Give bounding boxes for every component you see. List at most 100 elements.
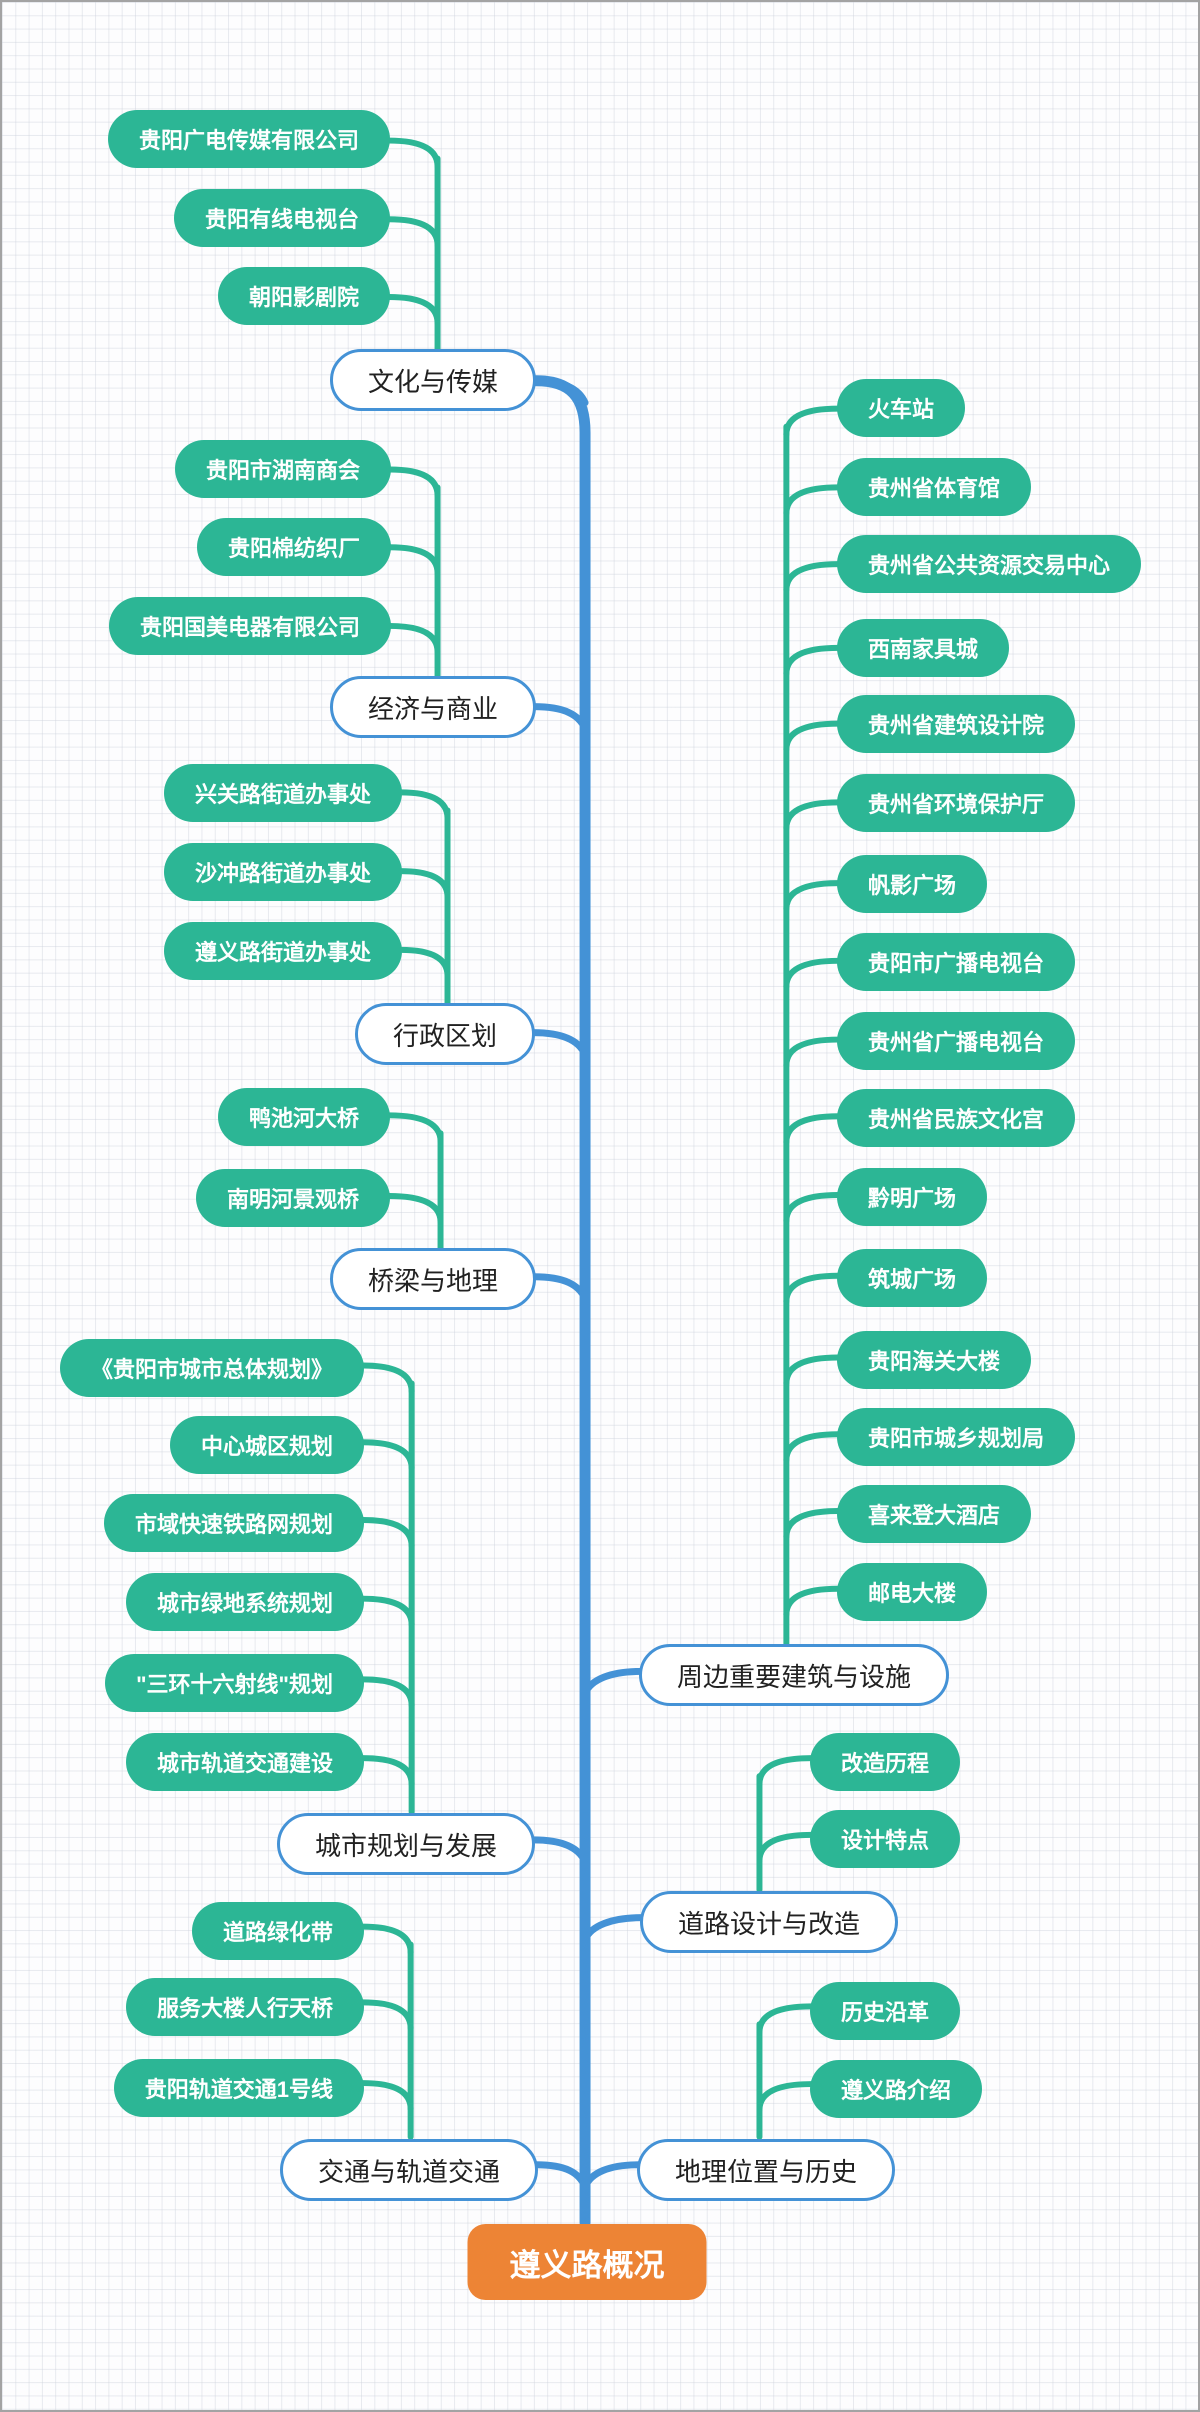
child-connector (359, 1595, 415, 1628)
child-connector (783, 561, 842, 594)
child-connector (386, 466, 441, 499)
child-connector (783, 1192, 842, 1224)
leaf-node[interactable]: 贵州省公共资源交易中心 (837, 535, 1142, 593)
child-connector (783, 644, 842, 677)
child-connector (359, 1676, 415, 1709)
branch-node[interactable]: 交通与轨道交通 (279, 2139, 538, 2201)
leaf-node[interactable]: "三环十六射线"规划 (105, 1654, 364, 1712)
child-connector (783, 1036, 842, 1069)
child-connector (783, 1585, 842, 1618)
leaf-node[interactable]: 贵州省环境保护厅 (837, 774, 1076, 832)
leaf-node[interactable]: 火车站 (837, 379, 966, 437)
child-connector (783, 1431, 842, 1464)
branch-connector (530, 703, 589, 733)
leaf-node[interactable]: 西南家具城 (837, 619, 1010, 677)
child-connector (385, 1112, 444, 1145)
branch-connector (581, 1667, 645, 1697)
child-connector (783, 799, 842, 832)
leaf-node[interactable]: 遵义路介绍 (810, 2060, 983, 2118)
child-connector (359, 1755, 415, 1788)
leaf-node[interactable]: 筑城广场 (837, 1249, 988, 1307)
leaf-node[interactable]: 兴关路街道办事处 (163, 764, 402, 822)
child-connector (359, 1999, 414, 2032)
leaf-node[interactable]: 遵义路街道办事处 (163, 922, 402, 980)
leaf-node[interactable]: 贵阳市城乡规划局 (837, 1408, 1076, 1466)
leaf-node[interactable]: 贵州省建筑设计院 (837, 695, 1076, 753)
leaf-node[interactable]: 贵阳广电传媒有限公司 (107, 110, 390, 168)
child-connector (783, 957, 842, 990)
root-node[interactable]: 遵义路概况 (467, 2224, 707, 2300)
leaf-node[interactable]: 中心城区规划 (169, 1416, 364, 1474)
leaf-node[interactable]: 贵阳轨道交通1号线 (113, 2059, 364, 2117)
branch-node[interactable]: 文化与传媒 (329, 349, 536, 411)
branch-node[interactable]: 道路设计与改造 (640, 1891, 899, 1953)
child-connector (783, 720, 842, 753)
child-connector (386, 622, 441, 655)
child-connector (359, 1516, 415, 1549)
leaf-node[interactable]: 历史沿革 (810, 1982, 961, 2040)
child-connector (385, 1193, 444, 1225)
leaf-node[interactable]: 贵阳海关大楼 (837, 1331, 1032, 1389)
branch-connector (530, 1273, 589, 1303)
leaf-node[interactable]: 贵州省民族文化宫 (837, 1089, 1076, 1147)
child-connector (385, 137, 441, 170)
trunk-line (530, 375, 591, 2229)
child-connector (756, 2081, 815, 2113)
child-connector (783, 1354, 842, 1387)
leaf-node[interactable]: 城市绿地系统规划 (125, 1573, 364, 1631)
child-connector (397, 946, 451, 979)
child-connector (783, 1113, 842, 1146)
leaf-node[interactable]: 城市轨道交通建设 (125, 1733, 364, 1791)
leaf-node[interactable]: 黔明广场 (837, 1168, 988, 1226)
branch-node[interactable]: 桥梁与地理 (329, 1248, 536, 1310)
leaf-node[interactable]: 设计特点 (810, 1810, 961, 1868)
leaf-node[interactable]: 南明河景观桥 (195, 1169, 390, 1227)
leaf-node[interactable]: 贵阳棉纺织厂 (196, 518, 391, 576)
child-connector (756, 1755, 815, 1788)
child-connector (386, 544, 441, 577)
child-connector (359, 1439, 415, 1472)
leaf-node[interactable]: 朝阳影剧院 (217, 267, 390, 325)
child-connector (756, 2003, 815, 2036)
child-connector (783, 1272, 842, 1305)
child-connector (359, 2080, 414, 2112)
leaf-node[interactable]: 贵阳有线电视台 (173, 189, 390, 247)
leaf-node[interactable]: 改造历程 (810, 1733, 961, 1791)
leaf-node[interactable]: 市域快速铁路网规划 (103, 1494, 364, 1552)
leaf-node[interactable]: 贵阳市广播电视台 (837, 933, 1076, 991)
branch-node[interactable]: 周边重要建筑与设施 (639, 1644, 950, 1706)
leaf-node[interactable]: 贵阳国美电器有限公司 (108, 597, 391, 655)
child-connector (359, 1362, 415, 1395)
leaf-node[interactable]: 沙冲路街道办事处 (163, 843, 402, 901)
child-connector (385, 294, 441, 326)
leaf-node[interactable]: 帆影广场 (837, 855, 988, 913)
branch-node[interactable]: 城市规划与发展 (276, 1813, 535, 1875)
leaf-node[interactable]: 贵州省体育馆 (837, 458, 1032, 516)
child-connector (397, 868, 451, 901)
branch-node[interactable]: 地理位置与历史 (637, 2139, 896, 2201)
child-connector (783, 1507, 842, 1540)
child-connector (385, 216, 441, 249)
branch-node[interactable]: 经济与商业 (329, 676, 536, 738)
leaf-node[interactable]: 喜来登大酒店 (837, 1485, 1032, 1543)
child-connector (756, 1831, 815, 1864)
branch-node[interactable]: 行政区划 (354, 1003, 535, 1065)
leaf-node[interactable]: 贵阳市湖南商会 (174, 440, 391, 498)
child-connector (397, 789, 451, 822)
branch-connector (581, 1914, 646, 1944)
leaf-node[interactable]: 服务大楼人行天桥 (125, 1978, 364, 2036)
child-connector (783, 484, 842, 517)
branch-connector (529, 1836, 589, 1866)
child-connector (783, 880, 842, 912)
leaf-node[interactable]: 邮电大楼 (837, 1563, 988, 1621)
leaf-node[interactable]: 贵州省广播电视台 (837, 1012, 1076, 1070)
leaf-node[interactable]: 道路绿化带 (191, 1902, 364, 1960)
child-connector (783, 405, 842, 438)
child-connector (359, 1923, 414, 1956)
branch-connector (581, 2161, 643, 2191)
branch-connector (532, 2161, 589, 2191)
leaf-node[interactable]: 鸭池河大桥 (217, 1088, 390, 1146)
leaf-node[interactable]: 《贵阳市城市总体规划》 (59, 1339, 364, 1397)
